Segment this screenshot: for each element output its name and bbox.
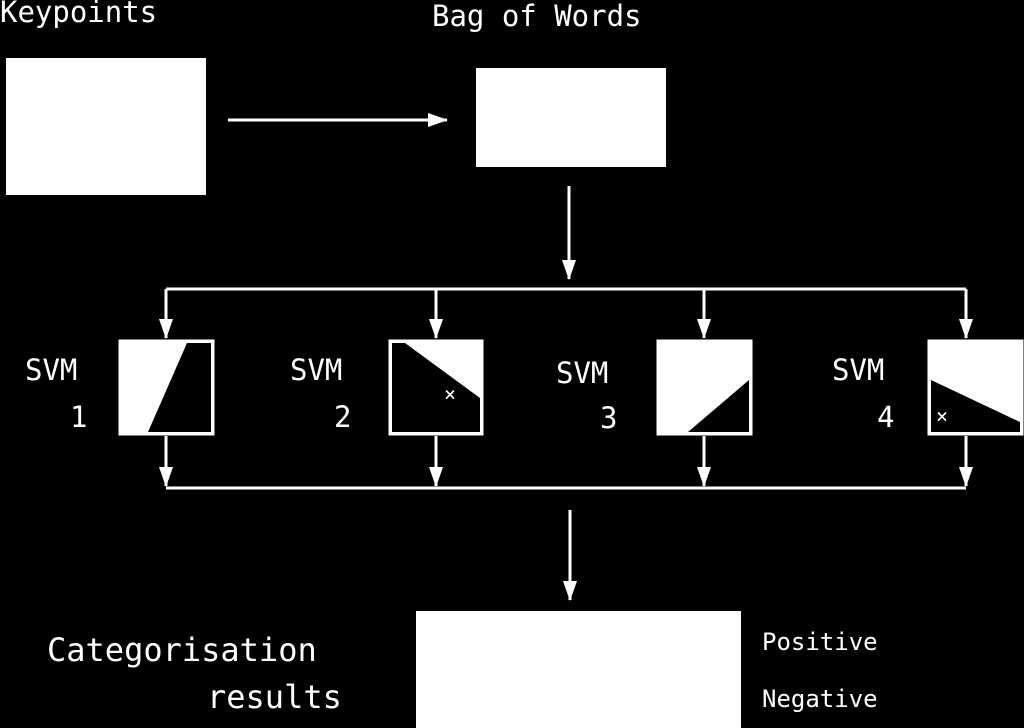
svm-2-decision-region <box>392 343 480 432</box>
svm-4-decision-region <box>931 380 1020 432</box>
svm-3-decision-region <box>688 380 749 432</box>
svm-1-decision-region <box>148 343 211 432</box>
svm-4: SVM 4 × <box>832 339 1024 436</box>
svm-1-number: 1 <box>70 400 87 434</box>
svm-4-number: 4 <box>877 400 894 434</box>
cross-icon: × <box>444 382 456 406</box>
svm-1-name: SVM <box>25 353 77 387</box>
keypoints-box <box>6 58 206 195</box>
cross-icon: × <box>936 404 948 428</box>
svm-4-name: SVM <box>832 353 884 387</box>
svm-2-number: 2 <box>334 400 351 434</box>
svm-2-name: SVM <box>290 353 342 387</box>
svm-3-name: SVM <box>556 356 608 390</box>
svm-2: SVM 2 × <box>290 339 484 436</box>
positive-label: Positive <box>762 628 878 656</box>
keypoints-label: Keypoints <box>0 0 157 29</box>
bag-of-words-box <box>476 68 666 167</box>
svm-1: SVM 1 <box>25 339 215 436</box>
svm-3: SVM 3 <box>556 339 753 436</box>
results-label-line2: results <box>207 678 342 716</box>
svm-3-number: 3 <box>600 401 617 435</box>
bag-of-words-label: Bag of Words <box>432 0 642 33</box>
results-box <box>416 611 741 728</box>
negative-label: Negative <box>762 685 878 713</box>
results-label-line1: Categorisation <box>47 631 317 669</box>
